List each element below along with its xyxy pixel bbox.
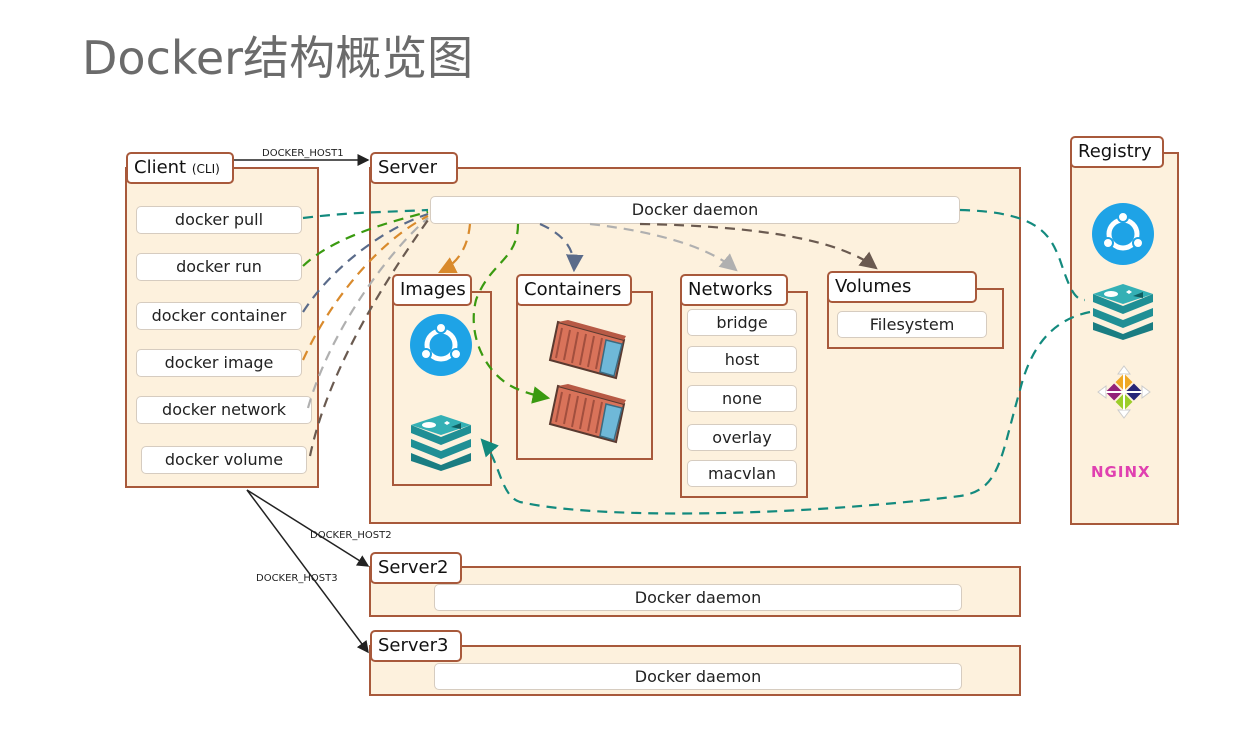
server2-daemon[interactable]: Docker daemon <box>434 584 962 611</box>
containers-title: Containers <box>516 274 632 306</box>
network-macvlan[interactable]: macvlan <box>687 460 797 487</box>
cmd-docker-network[interactable]: docker network <box>136 396 312 424</box>
container-icon <box>548 384 626 444</box>
images-title: Images <box>392 274 472 306</box>
container-icon <box>548 320 626 380</box>
cmd-docker-container[interactable]: docker container <box>136 302 302 330</box>
cmd-docker-image[interactable]: docker image <box>136 349 302 377</box>
docker-daemon[interactable]: Docker daemon <box>430 196 960 224</box>
server-title: Server <box>370 152 458 184</box>
client-subtitle: (CLI) <box>191 162 220 176</box>
page-title: Docker结构概览图 <box>82 31 474 85</box>
daemon-dashes <box>438 208 1091 515</box>
command-dashes <box>301 208 429 457</box>
link-label-host2: DOCKER_HOST2 <box>310 530 392 541</box>
link-label-host3: DOCKER_HOST3 <box>256 573 338 584</box>
ubuntu-icon <box>1092 203 1154 265</box>
network-none[interactable]: none <box>687 385 797 412</box>
cmd-docker-volume[interactable]: docker volume <box>141 446 307 474</box>
network-host[interactable]: host <box>687 346 797 373</box>
client-server3-link <box>246 489 369 654</box>
server2-title: Server2 <box>370 552 462 584</box>
redis-icon <box>1093 284 1153 340</box>
link-label-host1: DOCKER_HOST1 <box>262 148 344 159</box>
cmd-docker-run[interactable]: docker run <box>136 253 302 281</box>
redis-icon <box>411 415 471 471</box>
client-server2-link <box>246 489 370 567</box>
centos-icon <box>1097 365 1151 419</box>
server3-title: Server3 <box>370 630 462 662</box>
volumes-title: Volumes <box>827 271 977 303</box>
network-bridge[interactable]: bridge <box>687 309 797 336</box>
volume-filesystem[interactable]: Filesystem <box>837 311 987 338</box>
cmd-docker-pull[interactable]: docker pull <box>136 206 302 234</box>
nginx-icon: NGINX <box>1091 463 1151 481</box>
server3-daemon[interactable]: Docker daemon <box>434 663 962 690</box>
network-overlay[interactable]: overlay <box>687 424 797 451</box>
client-title: Client (CLI) <box>126 152 234 184</box>
networks-title: Networks <box>680 274 788 306</box>
client-title-text: Client <box>134 157 187 178</box>
ubuntu-icon <box>410 314 472 376</box>
registry-title: Registry <box>1070 136 1164 168</box>
